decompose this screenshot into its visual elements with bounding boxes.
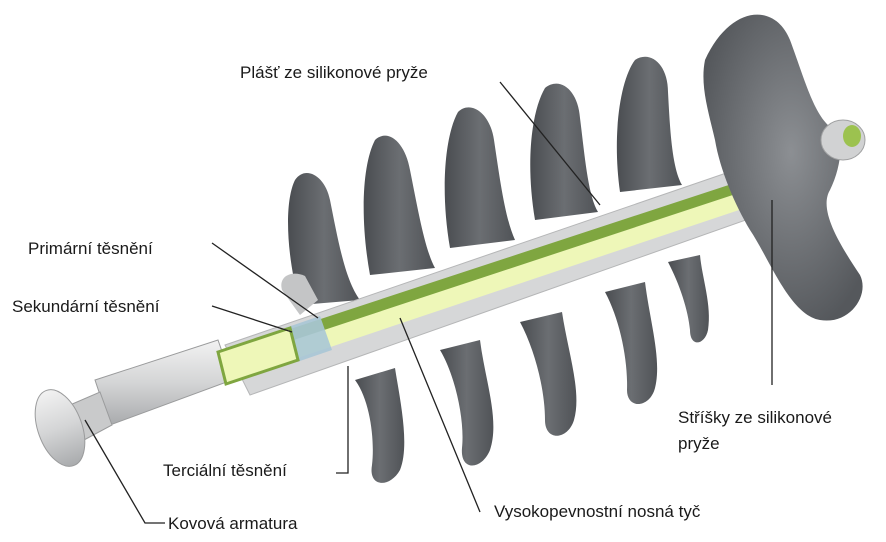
label-primary-seal: Primární těsnění (28, 239, 153, 259)
leader-tertiary-seal (336, 366, 348, 473)
lower-shed-1 (355, 368, 404, 483)
leader-fitting (85, 420, 165, 523)
label-fitting: Kovová armatura (168, 514, 297, 534)
upper-shed-5 (617, 57, 682, 192)
label-tertiary-seal: Terciální těsnění (163, 461, 287, 481)
metal-fitting-body (95, 340, 232, 425)
lower-shed-2 (440, 340, 493, 466)
label-secondary-seal: Sekundární těsnění (12, 297, 159, 317)
leader-secondary-seal (212, 306, 292, 332)
upper-shed-3 (445, 107, 515, 248)
upper-shed-2 (364, 136, 435, 275)
label-housing: Plášť ze silikonové pryže (240, 63, 428, 83)
lower-shed-5 (668, 255, 709, 342)
upper-shed-4 (530, 84, 598, 220)
lower-shed-4 (605, 282, 657, 404)
end-rod-tip (843, 125, 861, 147)
label-rod: Vysokopevnostní nosná tyč (494, 502, 700, 522)
label-sheds: Stříšky ze silikonové pryže (678, 405, 832, 457)
lower-shed-3 (520, 312, 576, 436)
end-shed (703, 15, 862, 321)
